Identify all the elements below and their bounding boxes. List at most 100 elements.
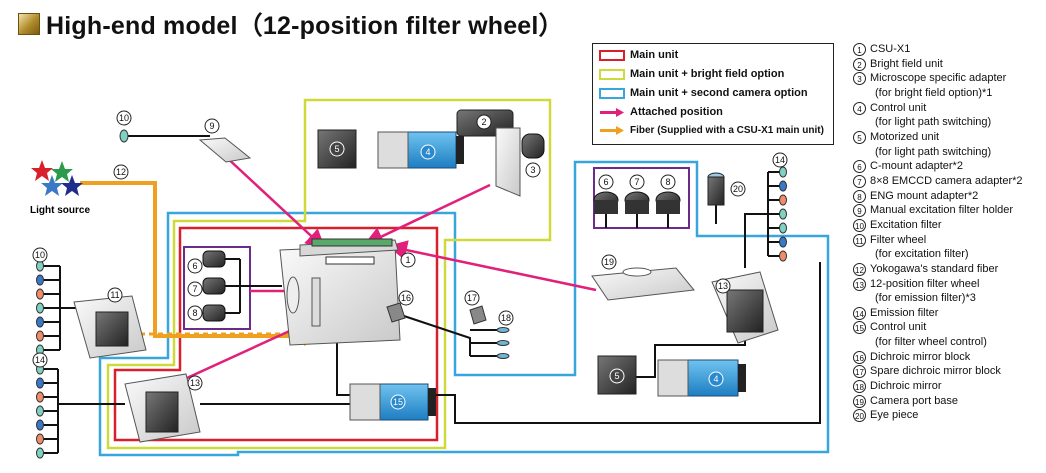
legend: Main unit Main unit + bright field optio… [592,43,834,145]
callout-20: 20 [730,181,746,197]
svg-text:14: 14 [775,155,785,165]
dichroic-mirror-block-icon [386,302,406,323]
callout-15: 15 [390,394,406,410]
callout-4b: 4 [708,371,724,387]
second-camera-boundary [98,160,830,457]
svg-text:6: 6 [603,177,608,187]
spare-dichroic-block-icon [469,305,487,325]
legend-yellow-swatch [599,68,625,80]
svg-text:7: 7 [192,284,197,294]
legend-bright-field: Main unit + bright field option [599,68,784,80]
svg-text:20: 20 [733,184,743,194]
microscope-adapter-icon [521,133,545,159]
callout-8a: 8 [187,305,203,321]
callout-2: 2 [476,114,492,130]
legend-main-unit: Main unit [599,49,678,61]
svg-text:10: 10 [35,250,45,260]
svg-text:13: 13 [718,281,728,291]
callout-7b: 7 [629,174,645,190]
part-number-badge: 2 [853,57,866,71]
part-description: Motorized unit [870,130,940,143]
part-number-badge: 6 [853,160,866,174]
svg-text:10: 10 [119,113,129,123]
parts-list-item: (for emission filter)*3 [853,291,1045,306]
callout-4a: 4 [420,144,436,160]
parts-list-item: (for light path switching) [853,145,1045,160]
eye-piece-icon [707,172,725,206]
part-description: Camera port base [870,394,959,407]
svg-text:14: 14 [35,355,45,365]
svg-text:15: 15 [393,397,403,407]
legend-attached: Attached position [599,106,723,118]
svg-text:12: 12 [116,167,126,177]
svg-text:13: 13 [190,378,200,388]
legend-second-camera: Main unit + second camera option [599,87,808,99]
part-description: C-mount adapter*2 [870,160,963,173]
part-description: (for light path switching) [875,145,992,158]
part-number-badge: 13 [853,277,866,291]
callout-6b: 6 [598,174,614,190]
part-description: Emission filter [870,306,939,319]
callout-17: 17 [464,290,480,306]
part-description: (for bright field option)*1 [875,86,993,99]
callout-5a: 5 [329,141,345,157]
control-unit-bottom-icon [657,359,746,397]
adapters-left-icon [202,250,226,322]
callout-12: 12 [113,164,129,180]
control-unit-top-icon [377,131,464,169]
part-number-badge: 4 [853,101,866,115]
main-unit-boundary [113,226,439,442]
legend-pink-arrow-icon [600,107,624,117]
adapter-group-left [183,246,251,330]
legend-blue-swatch [599,87,625,99]
part-description: Excitation filter [870,218,942,231]
svg-text:11: 11 [110,290,119,300]
callout-8b: 8 [660,174,676,190]
callout-9: 9 [204,118,220,134]
svg-text:9: 9 [209,121,214,131]
part-number-badge: 10 [853,218,866,232]
callout-14a: 14 [32,352,48,368]
part-number-badge: 17 [853,365,866,379]
part-description: 8×8 EMCCD camera adapter*2 [870,174,1023,187]
part-description: Eye piece [870,409,919,422]
part-number-badge: 14 [853,306,866,320]
callout-19: 19 [601,254,617,270]
callout-14b: 14 [772,152,788,168]
callout-1: 1 [400,252,416,268]
svg-text:2: 2 [481,117,486,127]
part-description: (for filter wheel control) [875,336,987,349]
svg-text:1: 1 [405,255,410,265]
part-description: Manual excitation filter holder [870,204,1014,217]
part-number-badge: 5 [853,130,866,144]
legend-orange-arrow-icon [600,126,624,135]
parts-list-item: 6 C-mount adapter*2 [853,159,1045,174]
part-number-badge: 8 [853,189,866,203]
part-description: Filter wheel [870,233,927,246]
svg-text:16: 16 [401,293,411,303]
manual-filter-holder-icon [198,137,252,163]
fiber [80,181,322,338]
page-title: High-end model（12-position filter wheel） [18,6,564,42]
bright-field-boundary [106,98,552,450]
callout-10a: 10 [116,110,132,126]
filter-wheel-excitation-icon [73,295,147,359]
part-number-badge: 3 [853,72,866,86]
parts-list-item: 14 Emission filter [853,306,1045,321]
part-description: Microscope specific adapter [870,72,1007,85]
part-description: CSU-X1 [870,43,911,55]
adapters-right-icon [593,191,681,214]
part-number-badge: 12 [853,262,866,276]
